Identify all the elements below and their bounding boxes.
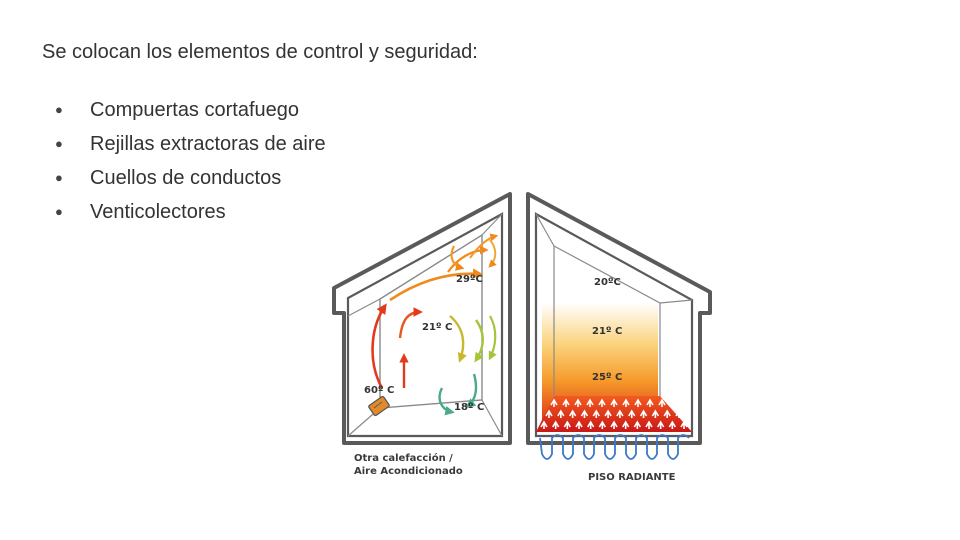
bullet-list: ● Compuertas cortafuego ● Rejillas extract… [55,93,326,229]
airflow-arrow-icon [438,387,455,416]
bullet-text: Venticolectores [90,201,226,223]
left-house-caption: Aire Acondicionado [354,466,463,477]
heat-arrow-icon [646,398,654,407]
heat-arrow-icon [622,398,630,407]
pipe-loop [539,434,690,460]
airflow-arrow-icon [398,307,423,339]
heat-arrow-icon [610,420,618,429]
heat-arrow-icon [610,398,618,407]
right-house-caption: PISO RADIANTE [588,472,676,483]
temp-label: 60º C [364,385,394,396]
airflow-arrow-icon [371,303,387,389]
heat-arrow-icon [574,398,582,407]
heat-arrow-icon [550,398,558,407]
bullet-text: Cuellos de conductos [90,167,282,189]
heat-arrow-icon [604,409,612,418]
heater-icon [368,395,390,417]
heat-arrow-icon [551,420,560,429]
heat-arrow-icon [586,420,595,429]
right-house-inner-wall [534,212,694,438]
left-room-edge [347,298,381,317]
radiant-heat-arrows [540,398,688,429]
list-item: ● Rejillas extractoras de aire [55,127,326,161]
heat-arrow-icon [568,409,577,418]
heat-arrow-icon [633,420,642,429]
heat-arrow-icon [545,409,553,418]
heat-arrow-icon [598,398,606,407]
right-house: 20ºC 21º C 25º C PISO RADIANTE [526,192,712,483]
left-house-caption: Otra calefacción / [354,452,453,464]
heat-arrow-icon [658,398,666,407]
left-house: 29ºC 21º C 60º C 18º C Otra calefacción … [332,192,512,477]
temp-label: 18º C [454,402,484,413]
heat-arrow-icon [575,420,583,429]
heat-arrow-icon [557,409,565,418]
heat-arrow-icon [598,420,607,429]
slide-heading: Se colocan los elementos de control y se… [42,41,478,63]
heat-arrow-icon [580,409,589,418]
list-item: ● Compuertas cortafuego [55,93,326,127]
heat-arrow-icon [586,398,594,407]
heat-arrow-icon [670,398,678,407]
left-house-inner-wall [346,212,504,438]
airflow-arrow-icon [450,245,465,271]
temp-label: 20ºC [594,277,621,288]
heat-arrow-icon [616,409,624,418]
heat-arrow-icon [621,420,630,429]
bullet-icon: ● [55,102,63,117]
right-house-heat-fill [542,224,658,420]
floor-heating-pipes-icon [539,434,690,460]
heat-arrow-icon [634,398,642,407]
airflow-arrow-icon [465,373,478,408]
bullet-icon: ● [55,170,63,185]
heat-arrow-icon [563,420,572,429]
heat-arrow-icon [639,409,648,418]
airflow-arrow-icon [389,268,484,302]
heating-comparison-diagram: 29ºC 21º C 60º C 18º C Otra calefacción … [332,192,712,483]
heat-arrow-icon [680,420,688,429]
airflow-arrow-icon [447,245,489,273]
bullet-icon: ● [55,204,63,219]
temp-label: 25º C [592,372,622,383]
heat-arrow-icon [628,409,636,418]
airflow-arrow-icon [469,233,499,259]
heat-arrow-icon [656,420,665,429]
temp-label: 21º C [422,322,452,333]
right-room-edge [659,299,693,304]
left-room-edge [481,213,503,236]
airflow-arrow-icon [488,315,497,361]
airflow-arrow-icon [474,319,484,363]
list-item: ● Cuellos de conductos [55,161,326,195]
heat-arrow-icon [663,409,671,418]
heat-arrow-icon [675,409,683,418]
heat-arrow-icon [651,409,660,418]
heat-arrow-icon [592,409,600,418]
temp-label: 21º C [592,326,622,337]
airflow-arrow-icon [488,239,497,268]
bullet-text: Compuertas cortafuego [90,99,300,121]
airflow-arrow-icon [449,315,467,363]
bullet-icon: ● [55,136,63,151]
list-item: ● Venticolectores [55,195,326,229]
heat-arrow-icon [668,420,677,429]
right-room-edge [535,213,555,247]
heat-arrow-icon [540,420,548,429]
temp-label: 29ºC [456,274,483,285]
heat-arrow-icon [645,420,653,429]
heat-arrow-icon [562,398,570,407]
right-house-wall [526,192,712,445]
bullet-text: Rejillas extractoras de aire [90,133,326,155]
left-room-edge [481,399,503,437]
